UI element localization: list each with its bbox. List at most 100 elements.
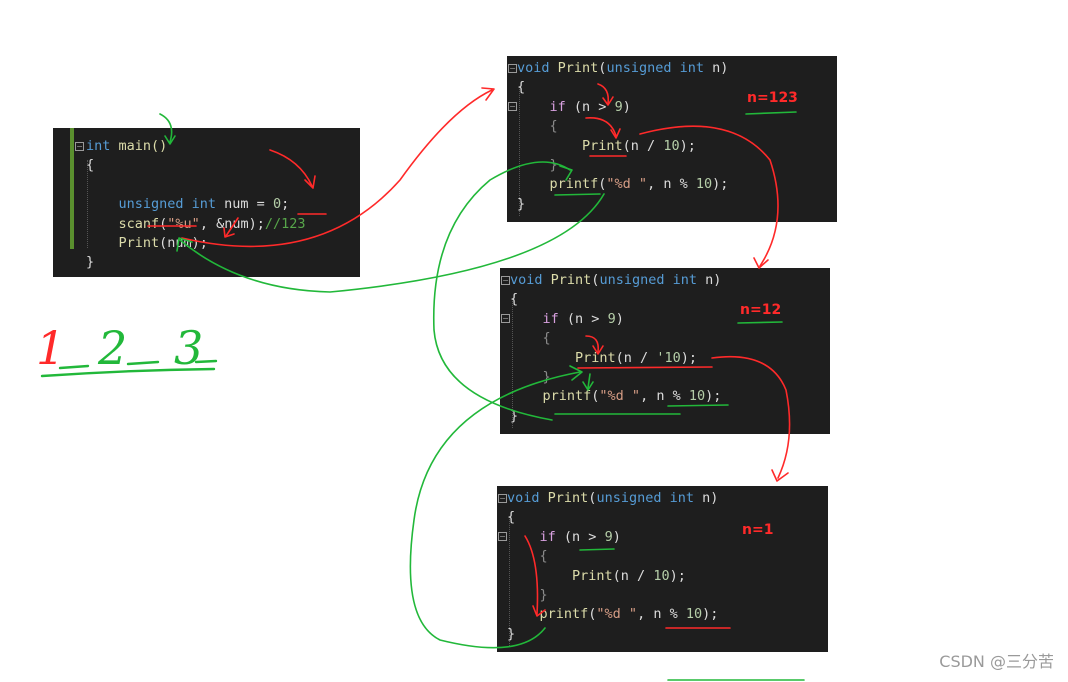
arrow-head [304, 175, 316, 189]
code-line: if (n > 9) [517, 98, 631, 117]
arrow-scanf-pointer [269, 149, 313, 187]
code-line: scanf("%u", &num);//123 [86, 215, 306, 234]
collapse-icon[interactable]: − [498, 532, 507, 541]
collapse-icon[interactable]: − [501, 314, 510, 323]
code-token: ( [159, 215, 168, 232]
arrow-down-printf-2 [587, 373, 591, 389]
code-token: { [86, 157, 95, 174]
code-line: { [517, 117, 558, 136]
collapse-icon[interactable]: − [508, 64, 517, 73]
code-line: } [86, 253, 94, 272]
code-line: printf("%d ", n % 10); [507, 605, 719, 624]
code-line: { [507, 508, 515, 527]
code-token: 0 [272, 196, 282, 213]
code-token: unsigned int [86, 196, 217, 213]
code-line: { [517, 78, 525, 97]
code-token: void [517, 60, 550, 76]
code-line: void Print(unsigned int n) [510, 271, 721, 290]
arrow-if-pointer-2 [585, 335, 600, 353]
code-token: "%d " [606, 176, 648, 193]
arrow-head [582, 381, 594, 391]
code-line: { [86, 156, 94, 175]
code-token: ( [591, 272, 600, 288]
arrow-head [559, 165, 573, 181]
collapse-icon[interactable]: − [501, 276, 510, 285]
digit-text: 2 [97, 321, 127, 375]
n-value-annotation: n=12 [740, 302, 782, 318]
code-token: (n > [565, 98, 615, 115]
arrow-print-pointer [225, 217, 239, 237]
code-token: printf [510, 388, 592, 405]
code-token: unsigned int [596, 490, 694, 506]
handwritten-digit: 3 [174, 321, 203, 375]
arrow-head [753, 257, 769, 269]
code-token: 10 [663, 137, 680, 154]
code-line: Print(n / 10); [507, 567, 686, 586]
code-token: '10 [656, 349, 681, 366]
code-token: (n / [622, 137, 664, 154]
arrow-recurse-2-to-3 [711, 355, 791, 479]
collapse-icon[interactable]: − [75, 142, 84, 151]
print-code-panel-2: − − void Print(unsigned int n){ if (n > … [500, 268, 830, 434]
code-token: main() [110, 138, 168, 154]
code-line: void Print(unsigned int n) [517, 59, 728, 78]
code-token: Print [507, 567, 613, 584]
arrow-if-pointer-1 [597, 83, 610, 105]
code-token: scanf [86, 215, 160, 232]
code-token: ); [679, 137, 696, 154]
code-line: } [517, 195, 525, 214]
arrow-call-pointer-1 [585, 117, 617, 137]
arrow-head [771, 469, 789, 482]
code-token: 9 [604, 528, 613, 545]
code-token: 9 [614, 98, 623, 115]
code-line: { [510, 290, 518, 309]
code-line: Print(n / 10); [517, 137, 696, 156]
code-token: Print [510, 349, 616, 366]
arrow-recurse-1-to-2 [639, 125, 779, 267]
code-token: ); [712, 176, 729, 193]
arrow-return-to-main [179, 193, 605, 293]
indent-guide [519, 86, 520, 216]
code-token: } [517, 157, 558, 173]
code-token: unsigned int [599, 272, 697, 288]
code-token: , &num); [199, 215, 265, 232]
code-line: void Print(unsigned int n) [507, 489, 718, 508]
code-line: { [507, 547, 548, 566]
code-token: (n / [612, 567, 654, 584]
code-token: { [510, 291, 519, 308]
collapse-icon[interactable]: − [508, 102, 517, 111]
code-token: , n % [640, 388, 689, 405]
n-value-annotation: n=1 [742, 522, 774, 538]
underline [126, 360, 160, 366]
code-token: ( [598, 176, 607, 193]
code-token: ); [680, 349, 697, 366]
code-line: int main() [86, 137, 167, 156]
code-token: 10 [653, 567, 670, 584]
collapse-icon[interactable]: − [498, 494, 507, 503]
code-token: num = [216, 196, 273, 213]
code-token: , n % [647, 176, 696, 193]
bracket-if-skip [524, 535, 539, 615]
code-token: //123 [264, 215, 306, 232]
arrow-head [602, 96, 614, 106]
code-token: { [517, 118, 558, 135]
code-token: 10 [685, 606, 703, 623]
arrow-head [164, 135, 176, 145]
code-line: } [510, 407, 518, 426]
code-token: if [510, 310, 559, 327]
arrow-return-3-to-2 [409, 371, 581, 649]
arrow-head [610, 128, 621, 139]
code-token: Print [517, 137, 623, 154]
arrow-head [569, 365, 583, 381]
code-token: ); [705, 388, 722, 405]
code-token: } [86, 254, 95, 271]
code-token: ; [281, 196, 290, 213]
handwritten-output: 1 2 3 [36, 321, 218, 378]
code-token: if [507, 528, 556, 545]
underline-print-2 [577, 366, 713, 369]
underline [194, 359, 218, 364]
code-token: n) [703, 60, 729, 76]
code-line: } [507, 625, 515, 644]
underline-mod-2 [667, 404, 729, 407]
digit-text: 3 [174, 321, 203, 375]
